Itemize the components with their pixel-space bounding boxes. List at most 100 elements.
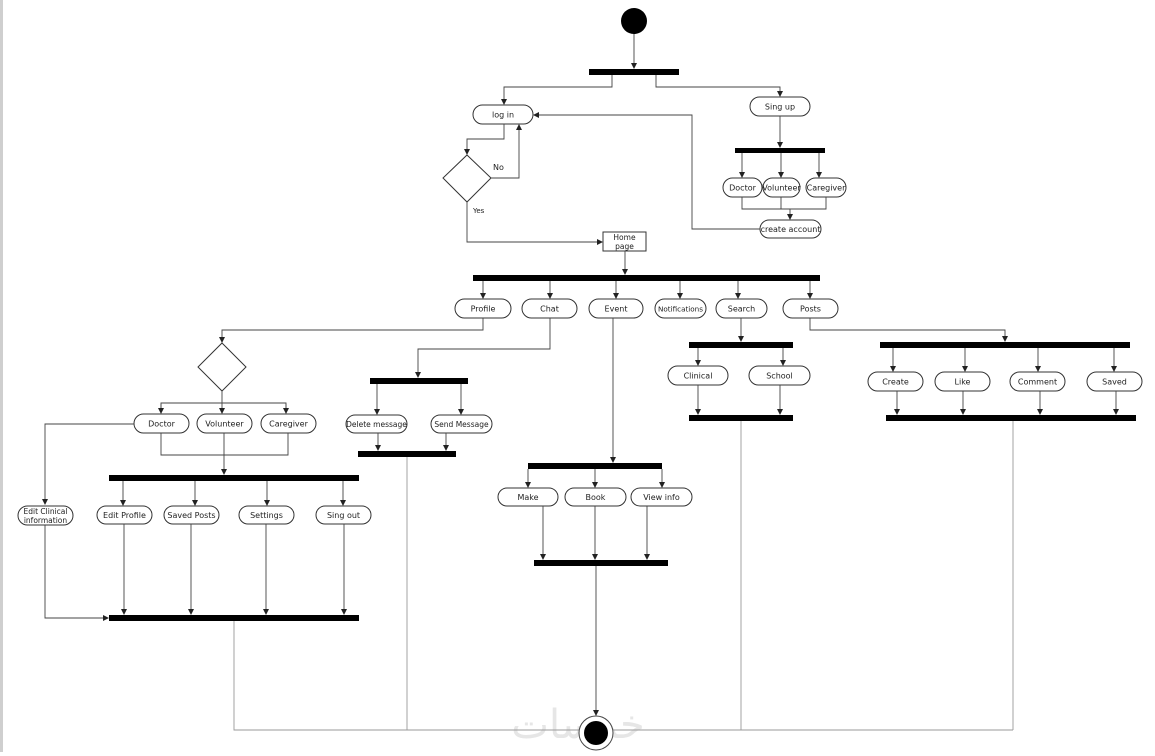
profile-label: Profile [471,305,496,314]
create-label: Create [882,378,909,387]
login-label: log in [492,111,514,120]
like-action: Like [934,371,991,392]
final-node [578,715,614,751]
saved-posts-action: Saved Posts [163,505,220,525]
join-bar-search [689,415,793,421]
fork-bar-main [473,275,820,281]
signup-doctor-label: Doctor [729,184,756,193]
edit-profile-label: Edit Profile [103,511,146,520]
initial-node [621,8,647,34]
edit-clinical-action: Edit Clinical information [17,505,74,526]
create-account-label: create account [761,225,821,234]
chat-label: Chat [540,305,559,314]
posts-action: Posts [782,298,839,319]
edge-posts-to-fork [809,318,1008,342]
edit-clinical-label-line2: information [24,516,68,525]
join-bar-posts [886,415,1136,421]
profile-action: Profile [454,298,512,319]
edge-fork-to-login [501,75,613,105]
join-bar-event [534,560,668,566]
fork-bar-profile [109,475,359,481]
home-page-node: Home page [602,231,647,252]
delete-message-action: Delete message [345,414,408,434]
event-action: Event [588,298,644,319]
edge-doctor-to-edit-clinical [42,423,134,505]
decision-yes-label: Yes [472,207,485,215]
saved-action: Saved [1086,371,1143,392]
profile-caregiver-action: Caregiver [260,413,317,434]
home-label-line1: Home [613,233,636,242]
fork-bar-posts [880,342,1130,348]
edge-bottom-bus [233,621,1013,731]
clinical-action: Clinical [667,365,729,386]
signup-doctor-action: Doctor [722,177,763,198]
notifications-action: Notifications [654,298,707,319]
signup-volunteer-label: Volunteer [762,184,801,193]
edge-login-to-decision [464,124,505,155]
edge-profile-to-decision [219,318,484,343]
search-action: Search [715,298,768,319]
signup-caregiver-action: Caregiver [805,177,847,198]
page-left-border [0,0,3,752]
delete-message-label: Delete message [346,420,407,429]
view-info-label: View info [643,493,680,502]
edge-create-account-to-login [533,112,760,230]
make-action: Make [497,487,559,507]
school-label: School [766,372,793,381]
comment-label: Comment [1018,378,1057,387]
profile-volunteer-label: Volunteer [205,420,244,429]
chat-action: Chat [521,298,578,319]
view-info-action: View info [630,487,693,507]
profile-doctor-label: Doctor [148,420,175,429]
profile-volunteer-action: Volunteer [196,413,253,434]
edge-decision-no [491,124,522,179]
send-message-label: Send Message [434,420,489,429]
profile-doctor-action: Doctor [133,413,190,434]
make-label: Make [517,493,538,502]
fork-bar-start [589,69,679,75]
like-label: Like [955,378,971,387]
sign-out-label: Sing out [327,511,360,520]
edge-edit-clinical-to-join [44,525,109,621]
school-action: School [748,365,811,386]
fork-bar-search [689,342,793,348]
edge-decision-yes-to-home [466,202,603,245]
event-label: Event [605,305,628,314]
fork-bar-event [528,463,662,469]
edge-roles-to-create-account [741,197,827,219]
settings-action: Settings [238,505,295,525]
edge-roles-to-profile-fork [160,433,289,474]
create-action: Create [867,371,924,392]
sign-out-action: Sing out [315,505,372,525]
watermark: خمسات [511,702,644,748]
edge-fork-to-signup [655,75,783,97]
comment-action: Comment [1009,371,1066,392]
saved-posts-label: Saved Posts [167,511,215,520]
signup-label: Sing up [765,103,795,112]
edge-chat-to-fork [415,318,551,378]
search-label: Search [728,305,755,314]
login-decision-node [442,154,492,203]
clinical-label: Clinical [684,372,713,381]
profile-decision-node [197,342,247,392]
book-action: Book [564,487,627,507]
create-account-action: create account [759,219,822,239]
join-bar-chat [358,451,456,457]
fork-bar-chat [370,378,468,384]
edge-decision-split [160,402,287,413]
decision-no-label: No [493,163,504,172]
book-label: Book [586,493,606,502]
login-action: log in [472,104,534,125]
fork-bar-signup [735,148,825,153]
join-bar-profile [109,615,359,621]
home-label-line2: page [615,242,634,251]
posts-label: Posts [800,305,821,314]
profile-caregiver-label: Caregiver [269,420,308,429]
signup-volunteer-action: Volunteer [762,177,801,198]
edit-profile-action: Edit Profile [96,505,153,525]
notifications-label: Notifications [658,305,703,314]
edit-clinical-label-line1: Edit Clinical [24,507,68,516]
saved-label: Saved [1102,378,1127,387]
